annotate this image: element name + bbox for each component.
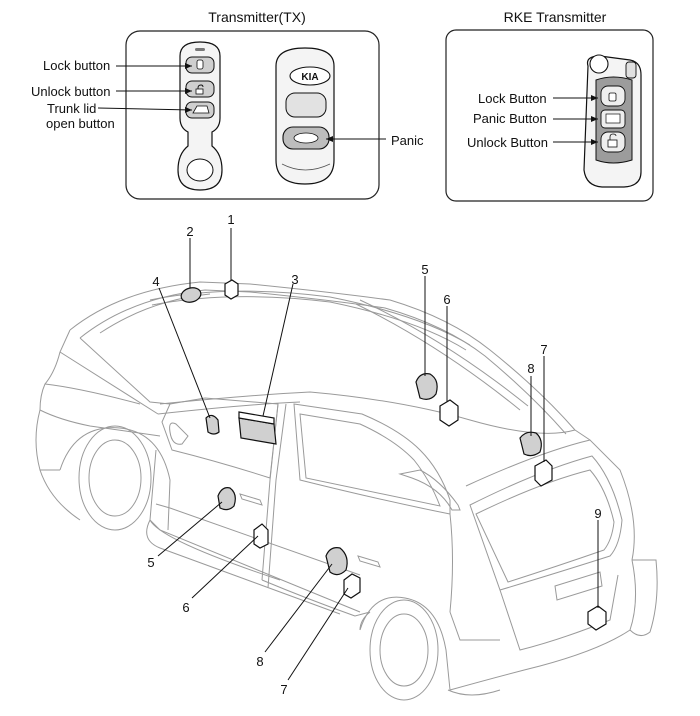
tx-panel-frame <box>125 30 380 200</box>
part-4 <box>205 414 220 435</box>
vehicle-components <box>180 279 607 631</box>
key-ring-hole <box>589 54 609 74</box>
brand-logo-text: KIA <box>301 72 318 83</box>
callout-9: 9 <box>594 506 601 521</box>
callout-3: 3 <box>291 272 298 287</box>
callout-7-upper: 7 <box>540 342 547 357</box>
callout-7-lower: 7 <box>280 682 287 697</box>
rke-panel-frame <box>445 29 654 202</box>
part-1 <box>224 279 239 300</box>
part-7-lower <box>343 573 361 599</box>
part-7-upper <box>534 459 553 487</box>
callout-5-lower: 5 <box>147 555 154 570</box>
panic-icon <box>605 113 621 124</box>
tx-panel-title: Transmitter(TX) <box>208 9 305 25</box>
tx-panic-label: Panic <box>391 133 424 148</box>
rke-transmitter-panel: RKE Transmitter Lock Button Panic Button… <box>445 9 654 202</box>
lock-icon <box>196 59 204 70</box>
callout-8-upper: 8 <box>527 361 534 376</box>
callout-numbers: 1 2 3 4 5 6 7 8 9 5 6 8 7 <box>147 212 601 697</box>
tx-key-fob-back: KIA <box>275 47 335 185</box>
rke-panic-label: Panic Button <box>473 111 547 126</box>
part-6-lower <box>253 523 269 549</box>
callout-8-lower: 8 <box>256 654 263 669</box>
panic-icon <box>293 132 319 144</box>
part-5-lower <box>217 487 236 511</box>
tx-unlock-label: Unlock button <box>31 84 111 99</box>
transmitter-tx-panel: Transmitter(TX) KIA Lock button <box>31 9 424 200</box>
unlock-icon <box>609 133 617 140</box>
trunk-icon <box>192 105 210 114</box>
rke-panel-title: RKE Transmitter <box>504 9 607 25</box>
part-8-upper <box>519 431 542 457</box>
callout-4: 4 <box>152 274 159 289</box>
vehicle-outline <box>35 281 658 701</box>
part-2 <box>180 287 202 303</box>
rke-flip-key <box>583 54 642 188</box>
tx-lock-label: Lock button <box>43 58 110 73</box>
part-6-upper <box>439 399 459 427</box>
callout-2: 2 <box>186 224 193 239</box>
callout-5-upper: 5 <box>421 262 428 277</box>
lock-icon <box>608 92 617 102</box>
part-9 <box>587 605 607 631</box>
part-8-lower <box>325 547 348 576</box>
tx-trunk-label-line2: open button <box>46 116 115 131</box>
brand-logo-oval <box>289 66 331 86</box>
callout-1: 1 <box>227 212 234 227</box>
tx-trunk-label-line1: Trunk lid <box>47 101 96 116</box>
callout-6-lower: 6 <box>182 600 189 615</box>
part-5-upper <box>415 373 438 400</box>
unlock-icon <box>197 84 204 92</box>
callout-6-upper: 6 <box>443 292 450 307</box>
rke-lock-label: Lock Button <box>478 91 547 106</box>
tx-key-fob-front <box>177 41 223 191</box>
rke-unlock-label: Unlock Button <box>467 135 548 150</box>
callout-leaders <box>157 228 599 681</box>
